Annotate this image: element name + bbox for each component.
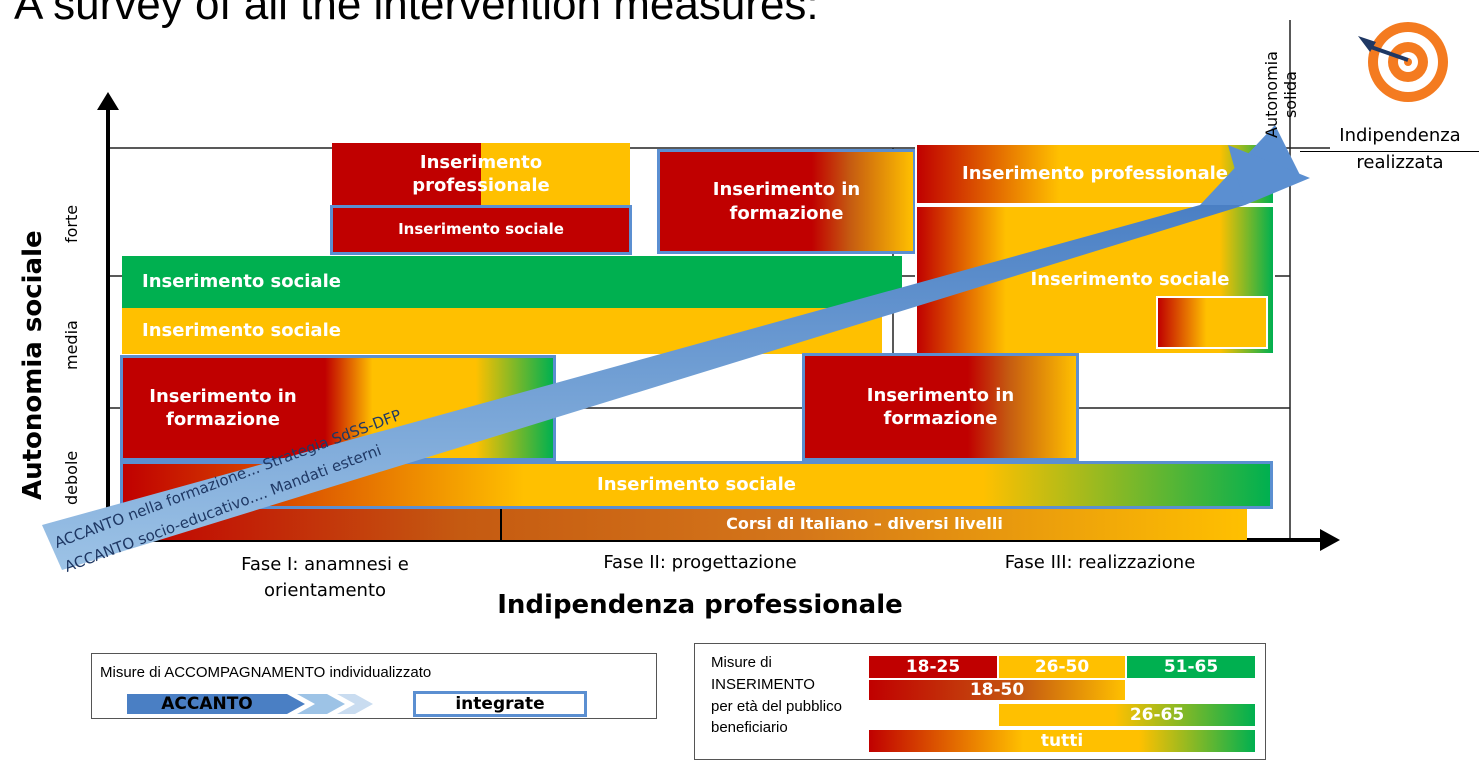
- legend-age-text: Misure di INSERIMENTO per età del pubbli…: [711, 654, 842, 737]
- legend-accanto-arrow-icon: [127, 694, 373, 714]
- legend-bar-26-65: 26-65: [999, 704, 1255, 726]
- x-phase-3: Fase III: realizzazione: [1004, 552, 1196, 573]
- measure-corsi-italiano: Corsi di Italiano – diversi livelli: [122, 509, 1247, 540]
- legend-bar-18-25: 18-25: [869, 656, 997, 678]
- legend-age: Misure di INSERIMENTO per età del pubbli…: [694, 643, 1266, 760]
- legend-bar-18-50: 18-50: [869, 680, 1125, 700]
- measure-inserimento-sociale-green: Inserimento sociale: [122, 256, 902, 308]
- target-icon: [1358, 22, 1448, 102]
- y-tick-debole: debole: [62, 450, 81, 505]
- measure-small-inset: [1156, 296, 1268, 349]
- target-divider: [1300, 151, 1479, 152]
- phase-divider: [500, 509, 502, 540]
- target-autonomia-solida: Autonomia solida: [1262, 51, 1301, 138]
- y-tick-media: media: [62, 320, 81, 370]
- x-phase-2: Fase II: progettazione: [603, 552, 797, 573]
- y-axis-label: Autonomia sociale: [18, 230, 48, 500]
- y-tick-forte: forte: [62, 204, 81, 243]
- measure-inserimento-formazione-1: Inserimento in formazione: [657, 149, 916, 254]
- legend-bar-26-50: 26-50: [999, 656, 1125, 678]
- legend-integrate-box: integrate: [413, 691, 587, 717]
- x-phase-1: Fase I: anamnesi e orientamento: [241, 554, 409, 602]
- measure-inserimento-professionale-1: Inserimento professionale: [332, 143, 630, 205]
- legend-accanto-label: ACCANTO: [161, 694, 253, 714]
- legend-bar-51-65: 51-65: [1127, 656, 1255, 678]
- target-indipendenza-realizzata: Indipendenza realizzata: [1339, 125, 1461, 173]
- slide-title: A survey of all the intervention measure…: [14, 0, 819, 29]
- measure-inserimento-sociale-1: Inserimento sociale: [330, 205, 632, 255]
- legend-accompagnamento-title: Misure di ACCOMPAGNAMENTO individualizza…: [100, 664, 432, 681]
- legend-bar-tutti: tutti: [869, 730, 1255, 752]
- measure-inserimento-formazione-3: Inserimento in formazione: [802, 353, 1079, 461]
- x-axis-label: Indipendenza professionale: [497, 590, 903, 620]
- legend-accompagnamento: Misure di ACCOMPAGNAMENTO individualizza…: [91, 653, 657, 719]
